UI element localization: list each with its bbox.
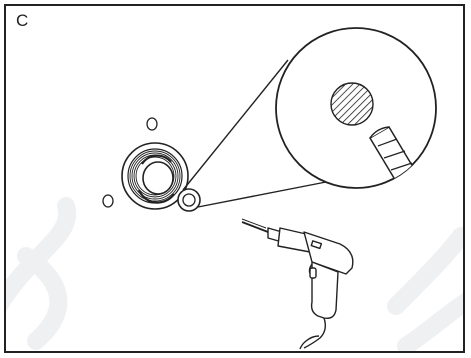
- magnified-detail: [275, 27, 437, 189]
- instruction-panel: C: [4, 4, 465, 353]
- watermark-logo: [6, 197, 463, 351]
- pilot-hole: [177, 188, 201, 212]
- screw-hole-left: [102, 194, 114, 208]
- drill-bit-tip: [368, 125, 436, 188]
- assembly-illustration: [6, 27, 463, 351]
- power-drill-icon: [241, 218, 354, 350]
- zoom-lines: [182, 59, 327, 208]
- screw-hole-top: [146, 117, 158, 131]
- step-letter: C: [16, 11, 29, 30]
- hatched-hole: [330, 82, 374, 126]
- threaded-hole-icon: [121, 142, 189, 210]
